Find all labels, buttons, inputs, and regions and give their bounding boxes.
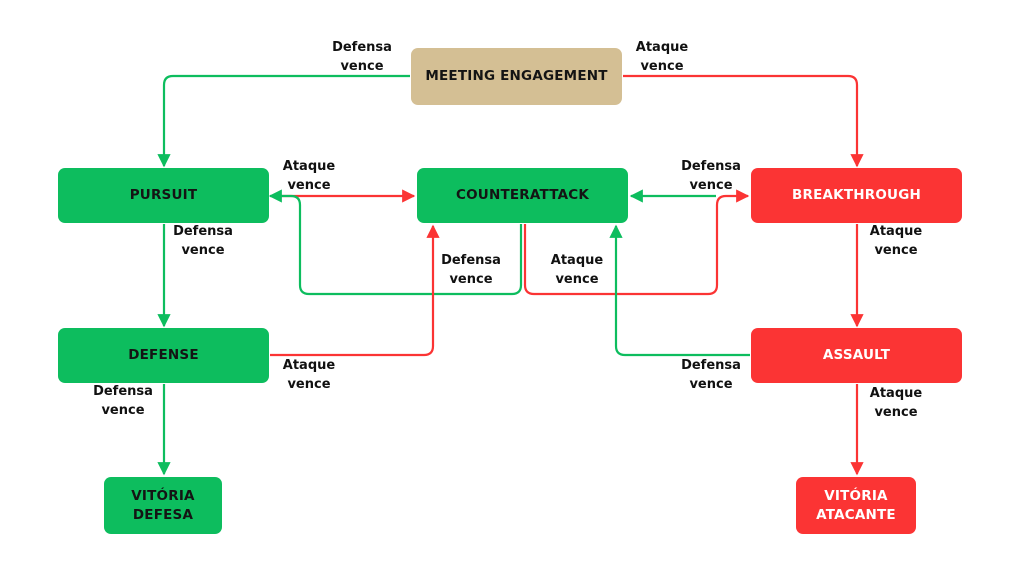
node-breakthrough: BREAKTHROUGH [751, 168, 962, 223]
edge-defense-to-counterattack [270, 224, 440, 357]
edge-assault-to-counterattack [609, 224, 750, 357]
edge-counterattack-to-breakthrough [523, 189, 750, 296]
node-victory-attack: VITÓRIA ATACANTE [796, 477, 916, 534]
edge-meeting-to-breakthrough [623, 74, 864, 168]
node-counterattack: COUNTERATTACK [417, 168, 628, 223]
node-victory-defense: VITÓRIA DEFESA [104, 477, 222, 534]
edge-counterattack-to-pursuit [268, 189, 523, 296]
edge-meeting-to-pursuit [157, 74, 410, 168]
node-meeting-engagement: MEETING ENGAGEMENT [411, 48, 622, 105]
node-pursuit: PURSUIT [58, 168, 269, 223]
node-assault: ASSAULT [751, 328, 962, 383]
node-defense: DEFENSE [58, 328, 269, 383]
